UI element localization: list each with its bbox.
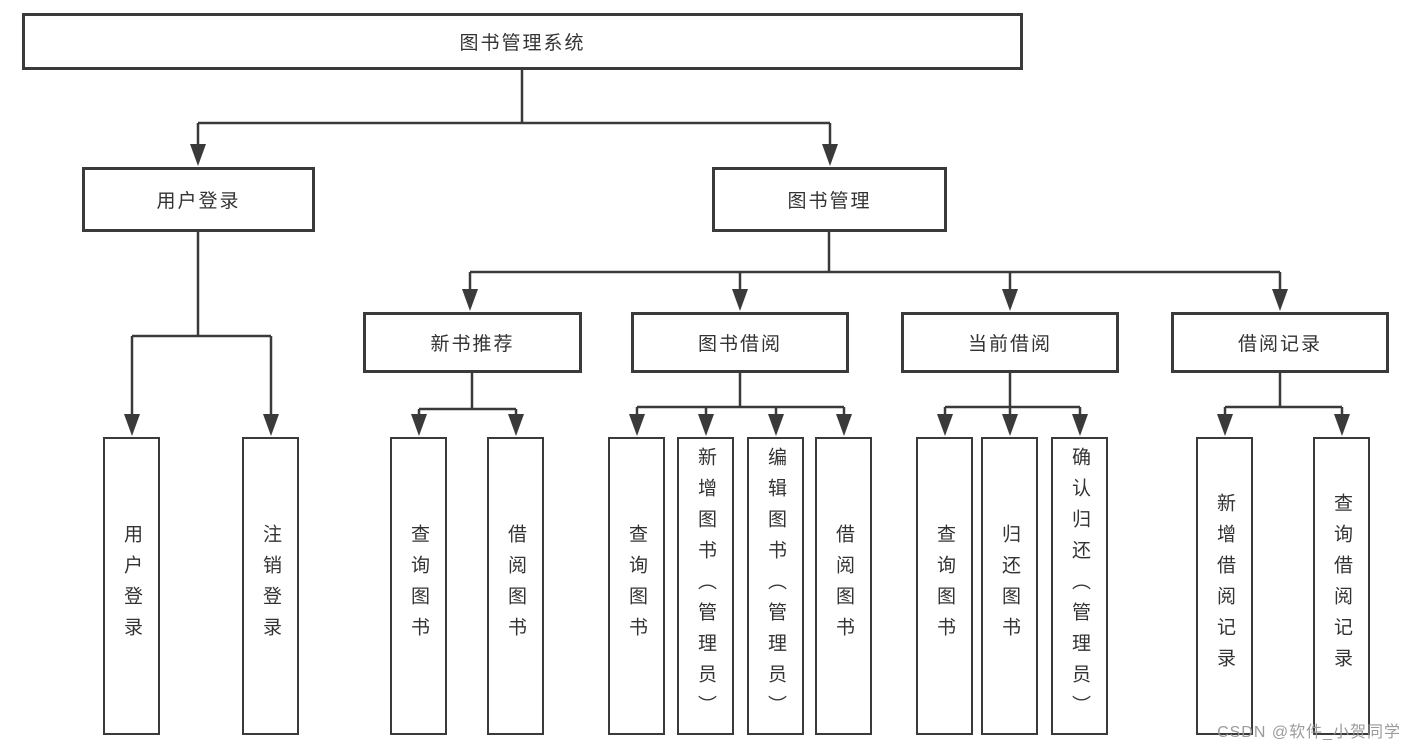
arrowhead [1002,414,1018,436]
arrowhead [768,414,784,436]
leaf-newbook-borrow-books: 借阅图书 [487,437,544,735]
arrowhead [1334,414,1350,436]
node-library-system: 图书管理系统 [22,13,1023,70]
arrowhead [698,414,714,436]
leaf-current-query-books: 查询图书 [916,437,973,735]
node-user-login: 用户登录 [82,167,315,232]
leaf-confirm-return-admin-label: 确认归还（管理员） [1069,446,1090,726]
leaf-add-books-admin: 新增图书（管理员） [677,437,734,735]
leaf-logout-login: 注销登录 [242,437,299,735]
arrowhead [732,289,748,311]
leaf-borrowing-query-books-label: 查询图书 [626,524,647,648]
arrowhead [508,414,524,436]
leaf-add-borrow-record-label: 新增借阅记录 [1214,493,1235,679]
node-new-book-recommend-label: 新书推荐 [430,334,515,355]
node-book-management-label: 图书管理 [787,191,872,212]
arrowhead [1002,289,1018,311]
arrowhead [190,144,206,166]
arrowhead [462,289,478,311]
arrowhead [822,144,838,166]
node-book-management: 图书管理 [712,167,947,232]
leaf-borrowing-borrow-books: 借阅图书 [815,437,872,735]
leaf-query-borrow-record: 查询借阅记录 [1313,437,1370,735]
arrowhead [411,414,427,436]
leaf-user-login-label: 用户登录 [121,524,142,648]
leaf-newbook-query-books: 查询图书 [390,437,447,735]
leaf-add-books-admin-label: 新增图书（管理员） [695,446,716,726]
connector-book-borrow-branch [635,373,846,420]
arrowheads [124,144,1350,436]
leaf-user-login: 用户登录 [103,437,160,735]
connector-root-to-level2 [196,70,832,150]
leaf-return-books: 归还图书 [981,437,1038,735]
leaf-add-borrow-record: 新增借阅记录 [1196,437,1253,735]
leaf-edit-books-admin: 编辑图书（管理员） [747,437,804,735]
node-borrow-records: 借阅记录 [1171,312,1389,373]
leaf-confirm-return-admin: 确认归还（管理员） [1051,437,1108,735]
arrowhead [629,414,645,436]
leaf-newbook-borrow-books-label: 借阅图书 [505,524,526,648]
arrowhead [263,414,279,436]
connector-current-borrow-branch [943,373,1082,420]
leaf-query-borrow-record-label: 查询借阅记录 [1331,493,1352,679]
leaf-borrowing-borrow-books-label: 借阅图书 [833,524,854,648]
connector-user-login-branch [130,232,273,420]
node-borrow-records-label: 借阅记录 [1237,334,1322,355]
node-new-book-recommend: 新书推荐 [363,312,582,373]
arrowhead [1217,414,1233,436]
arrowhead [836,414,852,436]
leaf-return-books-label: 归还图书 [999,524,1020,648]
node-user-login-label: 用户登录 [156,191,241,212]
leaf-logout-login-label: 注销登录 [260,524,281,648]
node-book-borrowing: 图书借阅 [631,312,849,373]
leaf-borrowing-query-books: 查询图书 [608,437,665,735]
connector-borrow-records-branch [1223,373,1344,420]
node-book-borrowing-label: 图书借阅 [697,334,782,355]
arrowhead [124,414,140,436]
csdn-watermark: CSDN @软件_小贺同学 [1217,724,1401,741]
node-current-borrowing: 当前借阅 [901,312,1119,373]
arrowhead [1072,414,1088,436]
node-library-system-label: 图书管理系统 [459,33,586,54]
leaf-newbook-query-books-label: 查询图书 [408,524,429,648]
arrowhead [1272,289,1288,311]
node-current-borrowing-label: 当前借阅 [967,334,1052,355]
leaf-current-query-books-label: 查询图书 [934,524,955,648]
leaf-edit-books-admin-label: 编辑图书（管理员） [765,446,786,726]
connector-new-book-branch [417,373,518,420]
arrowhead [937,414,953,436]
connector-book-management-branch [468,232,1282,295]
